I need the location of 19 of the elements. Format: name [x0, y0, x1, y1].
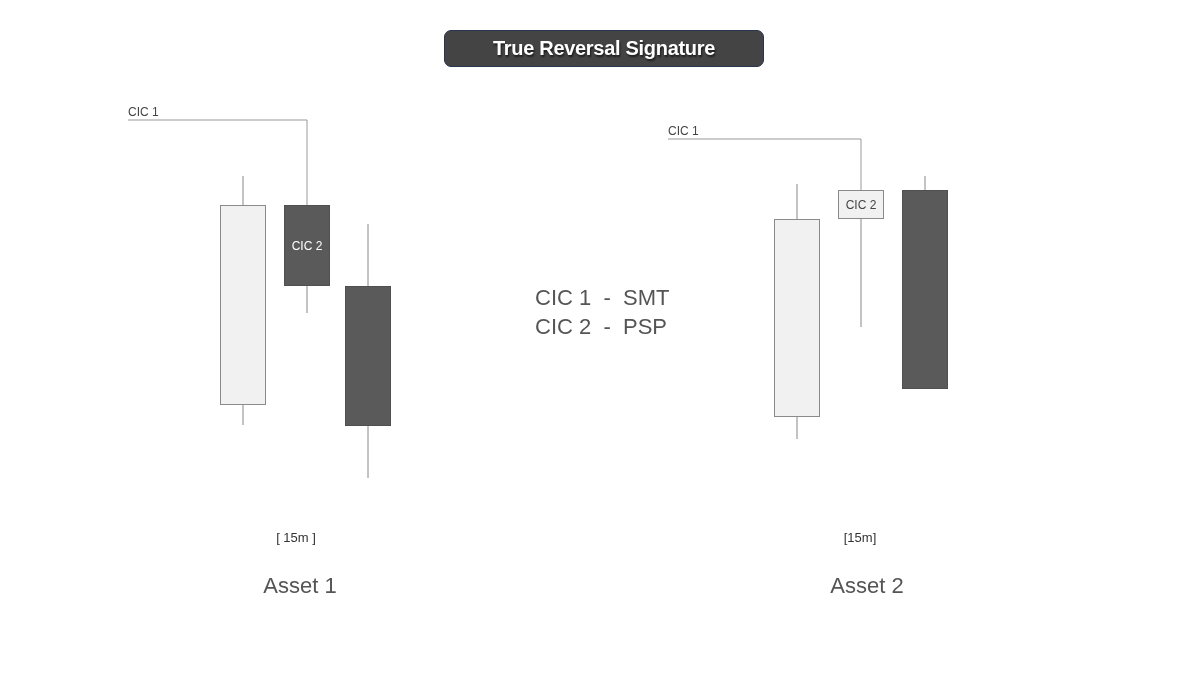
legend-text: CIC 2 - PSP	[535, 314, 668, 341]
leader-line	[127, 119, 308, 206]
leader-line	[667, 138, 862, 191]
callout-label: CIC 1	[128, 105, 159, 119]
candle-label: CIC 2	[845, 197, 877, 212]
asset-label: Asset 2	[830, 573, 904, 600]
asset-label: Asset 1	[263, 573, 337, 600]
candle-body	[284, 205, 330, 286]
candle-label: CIC 2	[291, 238, 323, 253]
title-banner: True Reversal Signature	[444, 30, 764, 67]
timeframe-label: [ 15m ]	[276, 530, 316, 546]
candle-body	[902, 190, 948, 389]
timeframe-label: [15m]	[843, 530, 877, 546]
callout-label: CIC 1	[668, 124, 699, 138]
candle-body	[220, 205, 266, 405]
legend-text: CIC 1 - SMT	[535, 285, 670, 312]
candle-body	[345, 286, 391, 426]
candle-body	[838, 190, 884, 219]
candle-body	[774, 219, 820, 417]
